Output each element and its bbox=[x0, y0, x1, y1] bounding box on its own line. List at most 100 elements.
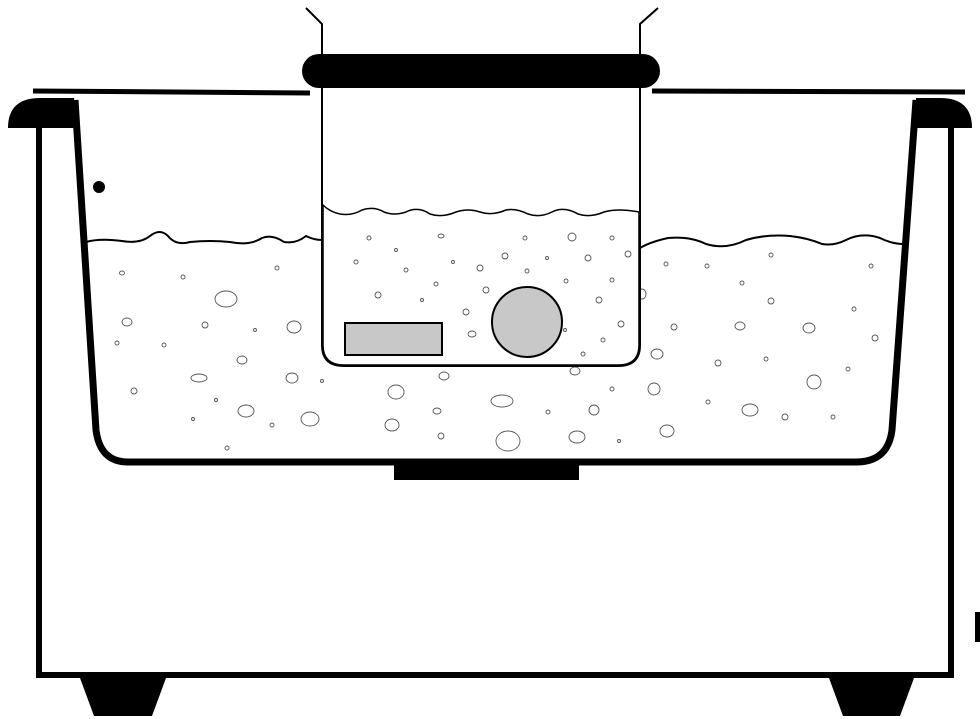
bubble bbox=[467, 330, 477, 338]
bubble bbox=[214, 398, 218, 402]
bubble bbox=[374, 291, 382, 299]
bubble bbox=[490, 394, 514, 408]
bubble bbox=[802, 322, 816, 334]
bubble bbox=[476, 264, 484, 272]
rim-left bbox=[8, 98, 78, 128]
bubble bbox=[545, 256, 549, 260]
bubble bbox=[524, 268, 530, 274]
bubble bbox=[433, 281, 439, 287]
bath-bubbles bbox=[114, 252, 879, 452]
bubble bbox=[663, 261, 669, 267]
bubble bbox=[670, 323, 678, 331]
bubble bbox=[438, 371, 450, 381]
bubble bbox=[609, 386, 615, 392]
bubble bbox=[768, 252, 774, 258]
bubble bbox=[214, 290, 238, 308]
bubble bbox=[403, 267, 409, 273]
bubble bbox=[845, 366, 851, 372]
bubble bbox=[269, 422, 275, 428]
bubble bbox=[739, 280, 745, 286]
bubble bbox=[595, 296, 603, 304]
bubble bbox=[285, 372, 299, 384]
bubble bbox=[545, 409, 551, 415]
bubble bbox=[588, 404, 600, 416]
bubble bbox=[300, 411, 320, 427]
bubble bbox=[353, 259, 359, 265]
bubble bbox=[647, 382, 661, 396]
bubble bbox=[501, 252, 509, 260]
bubble bbox=[190, 373, 208, 383]
bubble bbox=[201, 321, 209, 329]
bubble bbox=[781, 413, 789, 421]
bubble bbox=[714, 359, 722, 367]
bubble bbox=[806, 374, 822, 390]
bubble bbox=[384, 418, 400, 432]
bubble bbox=[274, 265, 280, 271]
rim-right bbox=[913, 98, 972, 128]
bubble bbox=[130, 387, 138, 395]
bubble bbox=[121, 317, 133, 327]
bubble bbox=[563, 278, 569, 284]
bubble bbox=[567, 232, 577, 242]
bubble bbox=[871, 334, 879, 342]
bubble bbox=[253, 328, 257, 332]
bubble bbox=[868, 263, 874, 269]
bubble bbox=[437, 233, 445, 239]
bubble bbox=[741, 403, 759, 417]
bubble bbox=[237, 404, 255, 418]
beaker-bubbles bbox=[353, 232, 632, 357]
bubble bbox=[420, 298, 424, 302]
bubble bbox=[387, 384, 405, 400]
bubble bbox=[609, 277, 615, 283]
edge-mark bbox=[975, 612, 980, 642]
bubble bbox=[830, 414, 836, 420]
bubble bbox=[624, 250, 632, 258]
bubble bbox=[617, 439, 621, 443]
bubble bbox=[286, 320, 302, 334]
bubble bbox=[522, 235, 528, 241]
sample-rectangle bbox=[344, 322, 443, 356]
bubble bbox=[161, 342, 167, 348]
bubble bbox=[451, 260, 455, 264]
bubble bbox=[114, 340, 120, 346]
bubble bbox=[437, 432, 445, 440]
bubble bbox=[584, 254, 592, 262]
bubble bbox=[734, 321, 746, 331]
bubble bbox=[851, 306, 857, 312]
bubble bbox=[462, 308, 470, 316]
indicator-dot bbox=[93, 181, 105, 193]
bath-cabinet bbox=[36, 108, 954, 678]
bubble bbox=[650, 348, 664, 360]
bubble bbox=[366, 235, 372, 241]
bubble bbox=[180, 274, 186, 280]
bubble bbox=[609, 235, 615, 241]
bubble bbox=[119, 270, 125, 276]
bubble bbox=[563, 328, 567, 332]
foot-right bbox=[829, 678, 914, 716]
bubble bbox=[767, 297, 775, 305]
lid-left bbox=[32, 88, 311, 96]
bubble bbox=[763, 356, 769, 362]
bubble bbox=[495, 430, 521, 452]
bubble bbox=[580, 351, 586, 357]
bubble bbox=[236, 355, 248, 365]
bubble bbox=[224, 445, 230, 451]
beaker-collar bbox=[302, 54, 660, 88]
bubble bbox=[659, 424, 675, 438]
transducer bbox=[394, 462, 579, 480]
bubble bbox=[617, 320, 625, 328]
bubble bbox=[191, 417, 195, 421]
lid-right bbox=[651, 88, 966, 95]
bubble bbox=[320, 379, 324, 383]
bubble bbox=[482, 286, 490, 294]
foot-left bbox=[80, 678, 166, 716]
bubble bbox=[394, 248, 398, 252]
bubble bbox=[704, 263, 710, 269]
bubble bbox=[705, 399, 711, 405]
bubble bbox=[600, 337, 606, 343]
bubble bbox=[568, 430, 586, 444]
bubble bbox=[432, 407, 442, 415]
sample-disk bbox=[491, 286, 563, 358]
